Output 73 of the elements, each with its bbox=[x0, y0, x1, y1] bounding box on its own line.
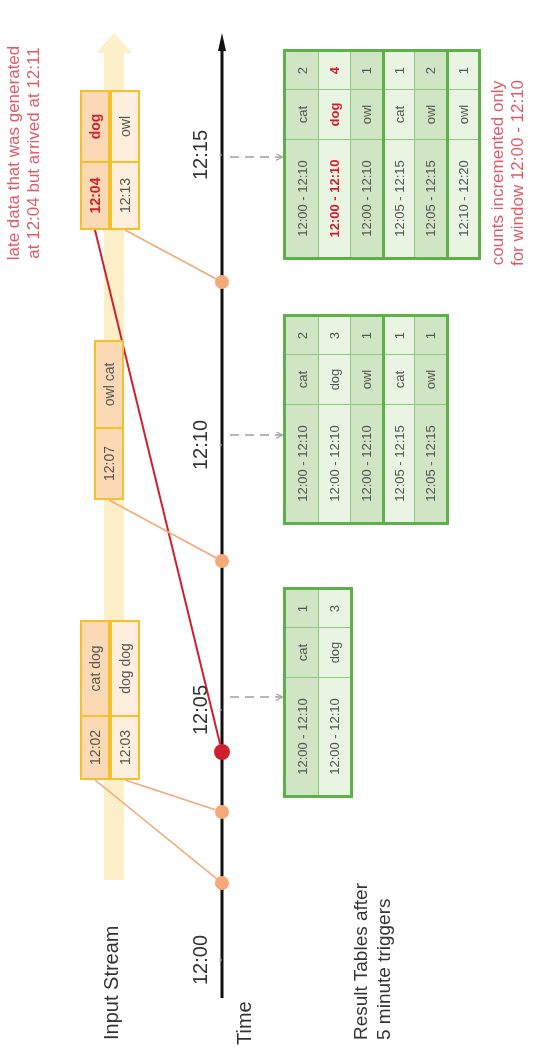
count-text: 3 bbox=[326, 330, 343, 342]
event-row bbox=[94, 340, 124, 500]
count-text: 2 bbox=[293, 330, 311, 342]
count-text: 1 bbox=[358, 330, 375, 342]
count-text: 1 bbox=[391, 65, 408, 77]
table-row bbox=[286, 317, 318, 522]
table-row bbox=[318, 317, 350, 522]
tick-label: 12:15 bbox=[188, 128, 212, 183]
event-row bbox=[80, 90, 110, 230]
trigger-arrow bbox=[229, 692, 284, 702]
event-words: owl bbox=[116, 115, 134, 139]
count-text: 2 bbox=[293, 65, 311, 77]
table-row bbox=[382, 317, 414, 522]
event-row bbox=[110, 620, 140, 780]
arrival-dot bbox=[215, 554, 229, 568]
timestamp-text: 12:07 bbox=[96, 426, 122, 498]
table-row bbox=[382, 52, 414, 257]
arrival-dot bbox=[215, 275, 229, 289]
timestamp-text: 12:03 bbox=[112, 714, 138, 778]
word-text: dog bbox=[319, 627, 350, 677]
arrival-dot bbox=[215, 876, 229, 890]
connector-line bbox=[124, 779, 217, 811]
window-text: 12:10 - 12:20 bbox=[449, 139, 478, 257]
count-text: 1 bbox=[293, 603, 311, 615]
event-words: owl cat bbox=[100, 361, 118, 409]
table-row bbox=[414, 52, 446, 257]
result-table bbox=[283, 587, 353, 798]
connector-line bbox=[124, 229, 217, 280]
arrival-dot bbox=[215, 805, 229, 819]
count-text: 4 bbox=[326, 65, 343, 77]
table-row bbox=[414, 317, 446, 522]
table-row bbox=[446, 52, 478, 257]
event-words: cat dog bbox=[86, 644, 104, 694]
word-text: owl bbox=[415, 354, 446, 404]
timestamp-text: 12:13 bbox=[112, 160, 138, 228]
event-row bbox=[80, 620, 110, 780]
word-text: owl bbox=[449, 89, 478, 139]
result-table bbox=[283, 314, 449, 525]
event-marker-dot bbox=[214, 744, 230, 760]
table-row bbox=[318, 590, 350, 795]
time-axis bbox=[218, 33, 226, 998]
table-row bbox=[318, 52, 350, 257]
axis-label: Time bbox=[232, 1000, 256, 1045]
tick-label: 12:10 bbox=[188, 418, 212, 473]
event-words: dog bbox=[86, 112, 104, 142]
connector-line bbox=[108, 499, 217, 559]
table-row bbox=[286, 52, 318, 257]
window-text: 12:05 - 12:15 bbox=[415, 404, 446, 522]
table-row bbox=[286, 590, 318, 795]
trigger-arrow bbox=[229, 152, 284, 162]
count-text: 1 bbox=[358, 65, 375, 77]
tick-label: 12:00 bbox=[188, 933, 212, 988]
connector-line bbox=[94, 229, 222, 746]
count-text: 1 bbox=[422, 330, 439, 342]
section-label: Result Tables after 5 minute triggers bbox=[350, 882, 395, 1040]
annotation-text: late data that was generated at 12:04 but arrived at 12:11 bbox=[4, 44, 45, 263]
timestamp-text: 12:04 bbox=[82, 160, 108, 228]
stream-label: Input Stream bbox=[99, 924, 123, 1040]
tick-label: 12:05 bbox=[188, 683, 212, 738]
event-words: dog dog bbox=[116, 642, 134, 696]
count-text: 2 bbox=[422, 65, 439, 77]
table-row bbox=[350, 317, 382, 522]
count-text: 1 bbox=[391, 330, 408, 342]
table-row bbox=[350, 52, 382, 257]
annotation-text: counts incremented only for window 12:00 - 12:10 bbox=[488, 78, 529, 269]
count-text: 3 bbox=[326, 603, 343, 615]
event-row bbox=[110, 90, 140, 230]
connector-line bbox=[94, 779, 218, 880]
count-text: 1 bbox=[455, 65, 472, 77]
timestamp-text: 12:02 bbox=[82, 714, 108, 778]
trigger-arrow bbox=[229, 430, 284, 440]
result-table bbox=[283, 49, 481, 260]
window-text: 12:00 - 12:10 bbox=[319, 677, 350, 795]
